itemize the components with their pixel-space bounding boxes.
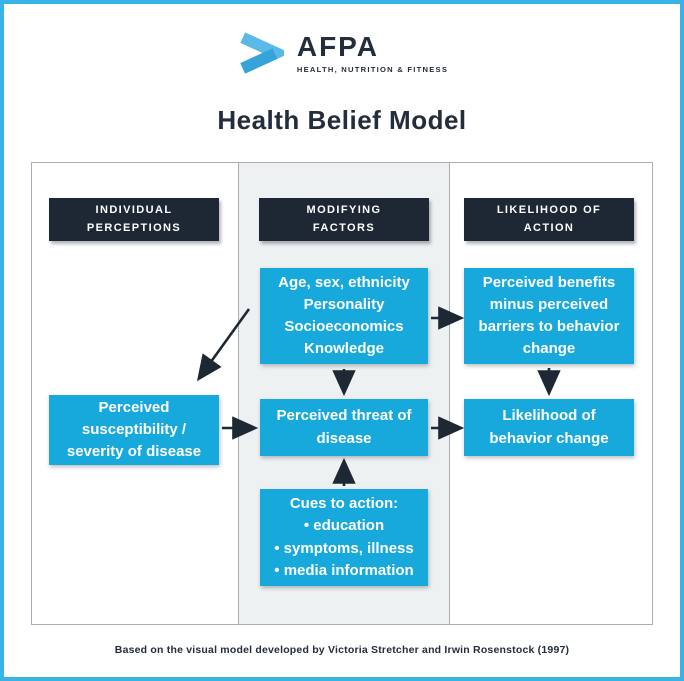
source-credit: Based on the visual model developed by V… [114,644,570,656]
afpa-chevron-icon [240,32,284,74]
box-perceived-threat: Perceived threat of disease [260,399,428,456]
brand-name: AFPA [296,30,379,62]
box-cues-to-action: Cues to action: • education • symptoms, … [260,489,428,586]
header-likelihood-of-action: LIKELIHOOD OF ACTION [464,198,634,241]
brand-tagline: HEALTH, NUTRITION & FITNESS [296,64,449,74]
brand-text: AFPA HEALTH, NUTRITION & FITNESS [296,30,449,74]
box-perceived-benefits: Perceived benefits minus perceived barri… [464,268,634,364]
box-likelihood-behavior-change: Likelihood of behavior change [464,399,634,456]
brand-logo: AFPA HEALTH, NUTRITION & FITNESS [0,29,684,77]
page-title: Health Belief Model [217,105,467,135]
box-perceived-susceptibility: Perceived susceptibility / severity of d… [49,395,219,465]
header-individual-perceptions: INDIVIDUAL PERCEPTIONS [49,198,219,241]
header-modifying-factors: MODIFYING FACTORS [259,198,429,241]
health-belief-model-diagram: INDIVIDUAL PERCEPTIONS MODIFYING FACTORS… [31,162,653,625]
box-demographic-factors: Age, sex, ethnicity Personality Socioeco… [260,268,428,364]
